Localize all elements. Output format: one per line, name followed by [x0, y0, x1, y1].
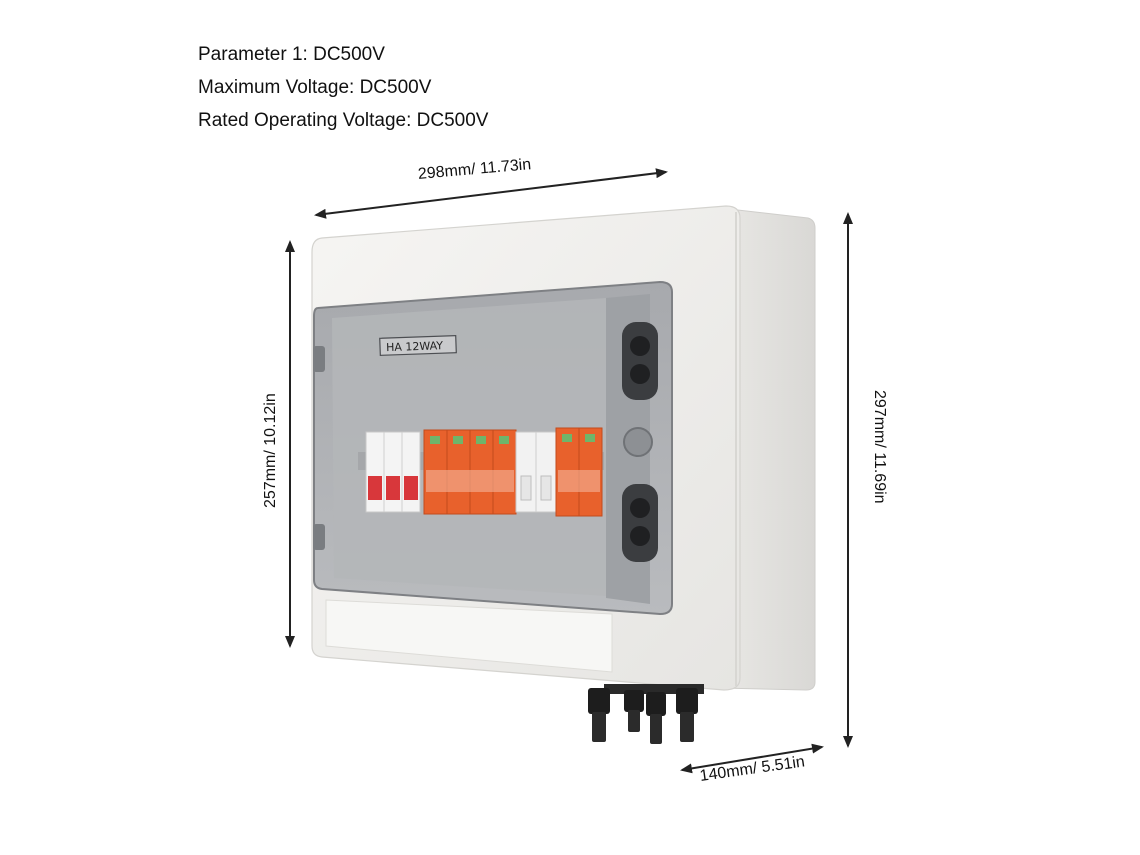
connector-2[interactable]	[624, 690, 644, 732]
connector-group	[588, 684, 704, 744]
enclosure-bottom-panel	[325, 599, 613, 673]
surge-protector-2	[555, 427, 603, 517]
spec-rated-voltage: Rated Operating Voltage: DC500V	[198, 110, 489, 131]
depth-arrow	[680, 743, 824, 774]
breaker-toggle-1[interactable]	[368, 476, 382, 500]
breaker-toggle-3[interactable]	[404, 476, 418, 500]
breaker-toggle-2[interactable]	[386, 476, 400, 500]
circuit-breaker	[365, 431, 421, 513]
fuse-holders	[515, 431, 557, 513]
hinge-top	[313, 346, 325, 372]
enclosure-side	[719, 207, 816, 691]
spec-list: Parameter 1: DC500V Maximum Voltage: DC5…	[198, 38, 488, 137]
full-height-dimension-label: 297mm/ 11.69in	[871, 390, 888, 504]
latch-bottom[interactable]	[622, 484, 658, 562]
front-height-dimension-label: 257mm/ 10.12in	[262, 393, 279, 508]
surge-protector-1	[423, 429, 517, 515]
width-arrow	[314, 168, 668, 219]
connector-3[interactable]	[646, 692, 666, 744]
spec-parameter: Parameter 1: DC500V	[198, 44, 385, 65]
hinge-bottom	[313, 524, 325, 550]
latch-top[interactable]	[622, 322, 658, 400]
connector-4[interactable]	[676, 688, 698, 742]
center-lock-knob[interactable]	[623, 427, 653, 457]
model-label-box	[379, 335, 457, 356]
connector-1[interactable]	[588, 688, 610, 742]
model-label: HA 12WAY	[386, 339, 444, 354]
spec-max-voltage: Maximum Voltage: DC500V	[198, 77, 432, 98]
